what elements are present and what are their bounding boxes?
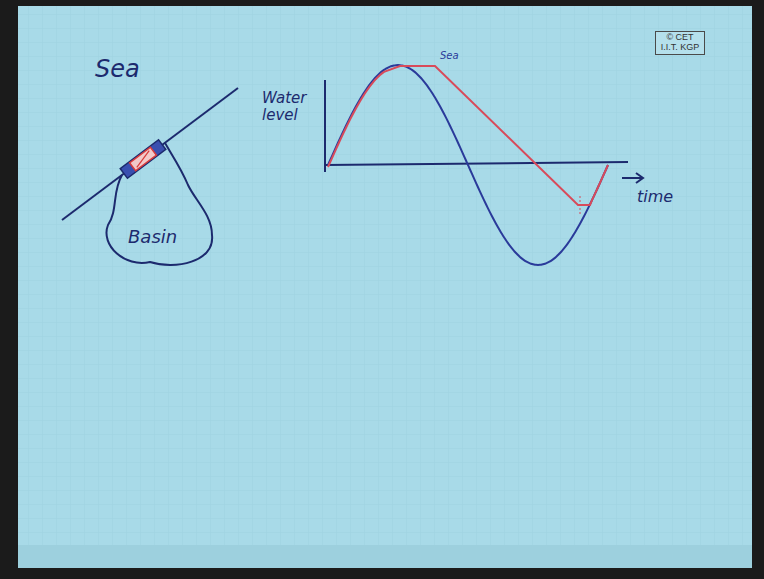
- watermark-box: © CET I.I.T. KGP: [655, 31, 705, 55]
- sluice-gate: [120, 140, 166, 178]
- curve-label: Sea: [440, 50, 459, 62]
- x-axis: [325, 162, 628, 165]
- y-axis: [324, 80, 326, 172]
- axis-label: Water level: [262, 90, 310, 125]
- sea-label: Sea: [95, 56, 140, 84]
- paper: [18, 6, 752, 568]
- basin-level-curve: [328, 66, 608, 205]
- basin-outline: Basin: [100, 140, 225, 275]
- sea-level-curve: [328, 65, 608, 265]
- coastline: [62, 88, 238, 220]
- basin-shape: [100, 140, 225, 275]
- axis-label: time: [637, 188, 673, 206]
- time-arrow: [622, 177, 642, 179]
- basin-outline-path: [106, 143, 212, 265]
- basin-label: Basin: [128, 226, 177, 247]
- watermark-text: © CET I.I.T. KGP: [659, 33, 701, 53]
- tick-mark: [580, 196, 581, 214]
- paper-edge: [18, 545, 752, 568]
- grid: [18, 6, 752, 568]
- time-arrowhead: [636, 173, 643, 183]
